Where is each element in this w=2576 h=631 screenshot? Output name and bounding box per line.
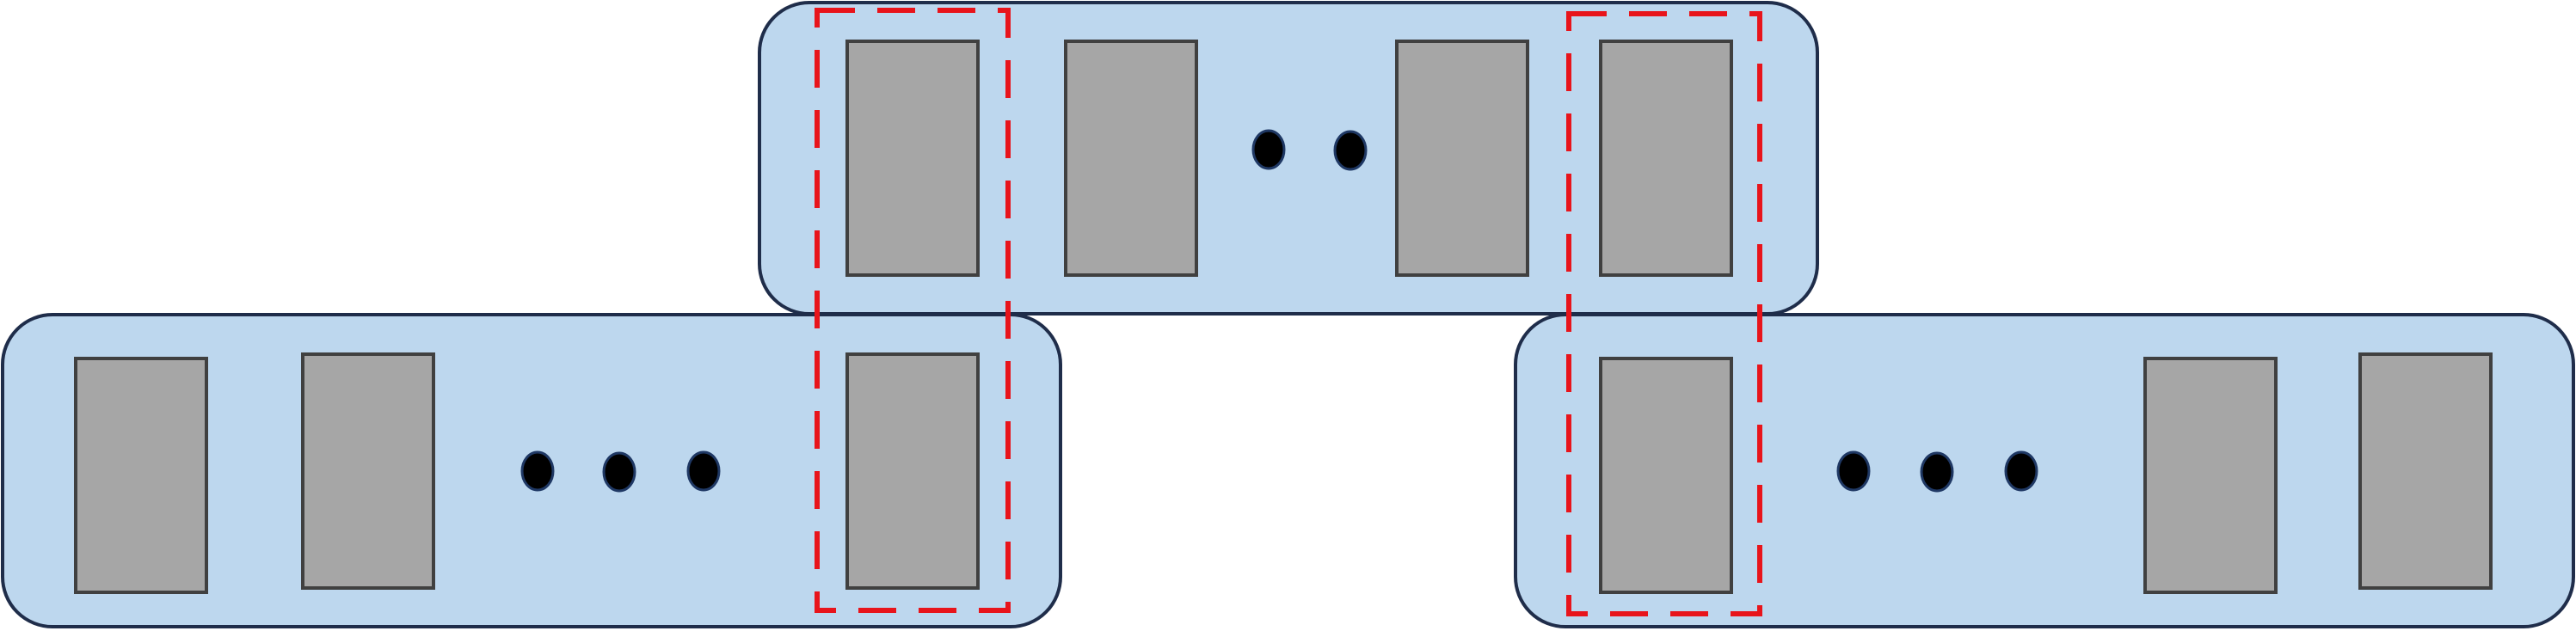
bottom-left-ellipsis-dot-3 xyxy=(686,450,721,492)
bottom-left-ellipsis-dot-2 xyxy=(602,451,636,493)
bottom-right-block-2 xyxy=(2143,357,2278,594)
bottom-right-block-3 xyxy=(2358,352,2493,590)
bottom-right-panel xyxy=(1514,313,2575,628)
top-panel xyxy=(758,1,1819,316)
bottom-left-ellipsis-dot-1 xyxy=(520,450,555,492)
bottom-left-block-2 xyxy=(301,352,435,590)
bottom-right-ellipsis-dot-2 xyxy=(1920,451,1954,493)
top-ellipsis-dot-1 xyxy=(1251,129,1286,170)
top-block-1 xyxy=(845,40,980,277)
top-block-2 xyxy=(1064,40,1198,277)
bottom-right-ellipsis-dot-3 xyxy=(2004,450,2038,492)
top-ellipsis-dot-2 xyxy=(1333,130,1368,171)
left-link-highlight-box xyxy=(815,8,1011,613)
bottom-left-block-1 xyxy=(74,357,208,594)
top-block-3 xyxy=(1395,40,1529,277)
bottom-right-ellipsis-dot-1 xyxy=(1836,450,1871,492)
right-link-highlight-box xyxy=(1566,11,1762,616)
top-block-4 xyxy=(1599,40,1733,277)
bottom-left-block-3 xyxy=(845,352,980,590)
top-panel-group xyxy=(758,1,1819,316)
bottom-left-panel-group xyxy=(1,313,1062,628)
bottom-right-block-1 xyxy=(1599,357,1733,594)
bottom-right-panel-group xyxy=(1514,313,2575,628)
